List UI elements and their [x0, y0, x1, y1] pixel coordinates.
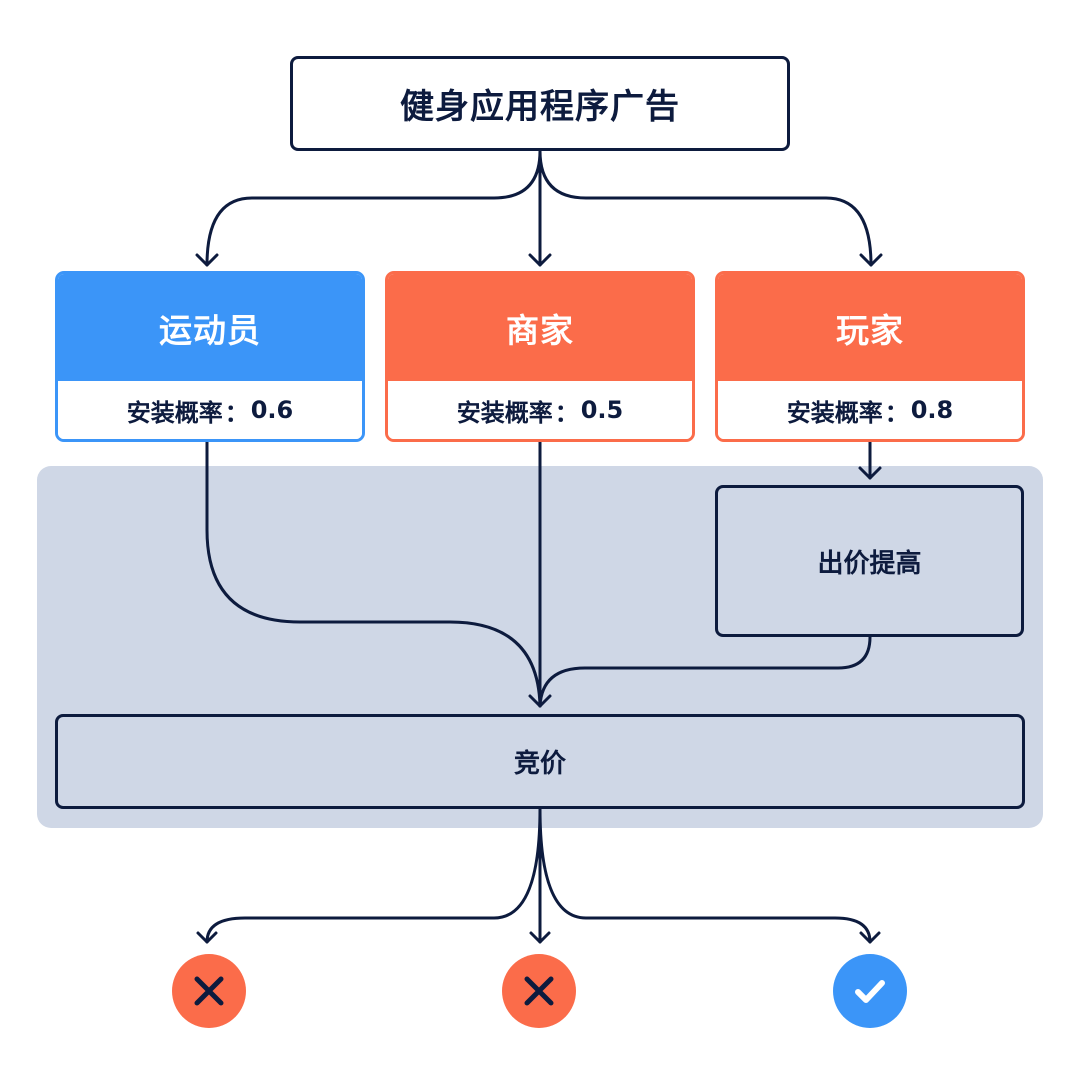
auction-label: 竞价 — [513, 749, 566, 779]
metric-separator: ： — [554, 398, 579, 427]
auction-box: 竞价 — [55, 714, 1025, 809]
connector-raise-to-auction — [538, 635, 872, 708]
audience-card-athlete: 运动员 安装概率：0.6 — [55, 271, 365, 442]
metric-value: 0.5 — [580, 396, 624, 424]
audience-card-gamer: 玩家 安装概率：0.8 — [715, 271, 1025, 442]
metric-separator: ： — [884, 398, 909, 427]
close-icon — [194, 976, 224, 1006]
install-probability: 安装概率：0.5 — [388, 381, 692, 439]
connector-athlete-to-auction — [205, 440, 542, 708]
outcome-rejected — [172, 954, 246, 1028]
arrowhead-athlete — [195, 253, 219, 267]
install-probability: 安装概率：0.8 — [718, 381, 1022, 439]
connector-auction-to-outcome-1 — [205, 807, 542, 944]
outcome-accepted — [833, 954, 907, 1028]
check-icon — [855, 980, 885, 1003]
metric-value: 0.8 — [910, 396, 954, 424]
close-icon — [524, 976, 554, 1006]
metric-separator: ： — [224, 398, 249, 427]
raise-bid-box: 出价提高 — [715, 485, 1024, 637]
metric-label: 安装概率 — [126, 398, 223, 427]
audience-name: 商家 — [388, 274, 692, 381]
connector-title-to-athlete — [205, 149, 542, 267]
raise-bid-label: 出价提高 — [817, 548, 922, 579]
arrowhead-auction — [528, 694, 552, 708]
ad-title-box: 健身应用程序广告 — [290, 56, 790, 151]
arrowhead-gamer — [859, 253, 883, 267]
connector-title-to-gamer — [538, 149, 873, 267]
metric-label: 安装概率 — [786, 398, 883, 427]
arrowhead-outcome-1 — [196, 931, 218, 944]
arrowhead-outcome-2 — [529, 931, 551, 944]
metric-value: 0.6 — [250, 396, 294, 424]
metric-label: 安装概率 — [456, 398, 553, 427]
audience-name: 运动员 — [58, 274, 362, 381]
audience-name: 玩家 — [718, 274, 1022, 381]
arrowhead-outcome-3 — [859, 931, 881, 944]
outcome-rejected — [502, 954, 576, 1028]
audience-card-merchant: 商家 安装概率：0.5 — [385, 271, 695, 442]
arrowhead-raise — [858, 466, 882, 480]
connector-auction-to-outcome-3 — [538, 807, 872, 944]
arrowhead-merchant — [528, 253, 552, 267]
install-probability: 安装概率：0.6 — [58, 381, 362, 439]
ad-title: 健身应用程序广告 — [400, 87, 680, 127]
